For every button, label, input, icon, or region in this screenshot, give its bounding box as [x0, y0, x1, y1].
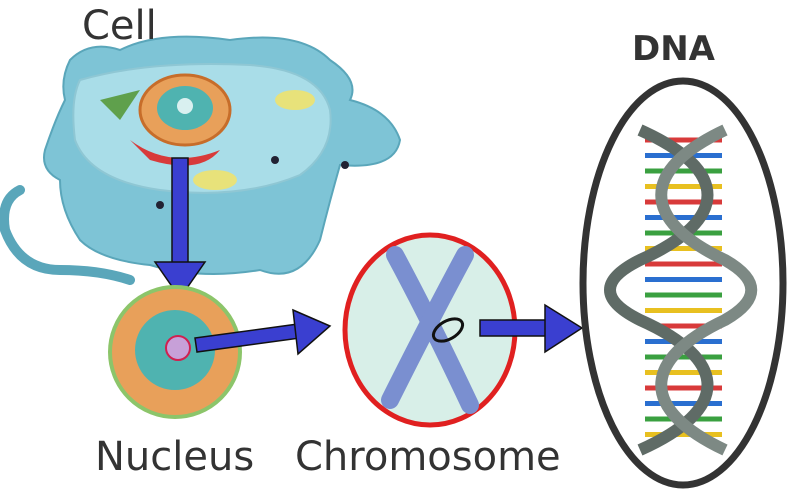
dna-illustration [579, 77, 787, 489]
cell-illustration [0, 35, 402, 285]
chromosome-illustration [342, 232, 518, 428]
nucleus-illustration [108, 285, 242, 419]
cell-label: Cell [82, 3, 157, 49]
nucleus-label: Nucleus [95, 434, 255, 480]
dna-label: DNA [632, 29, 715, 69]
arrow-cell-to-nucleus [153, 157, 207, 300]
arrow-nucleus-to-chromosome [194, 308, 332, 356]
arrow-chromosome-to-dna [479, 303, 584, 354]
chromosome-label: Chromosome [295, 434, 561, 480]
